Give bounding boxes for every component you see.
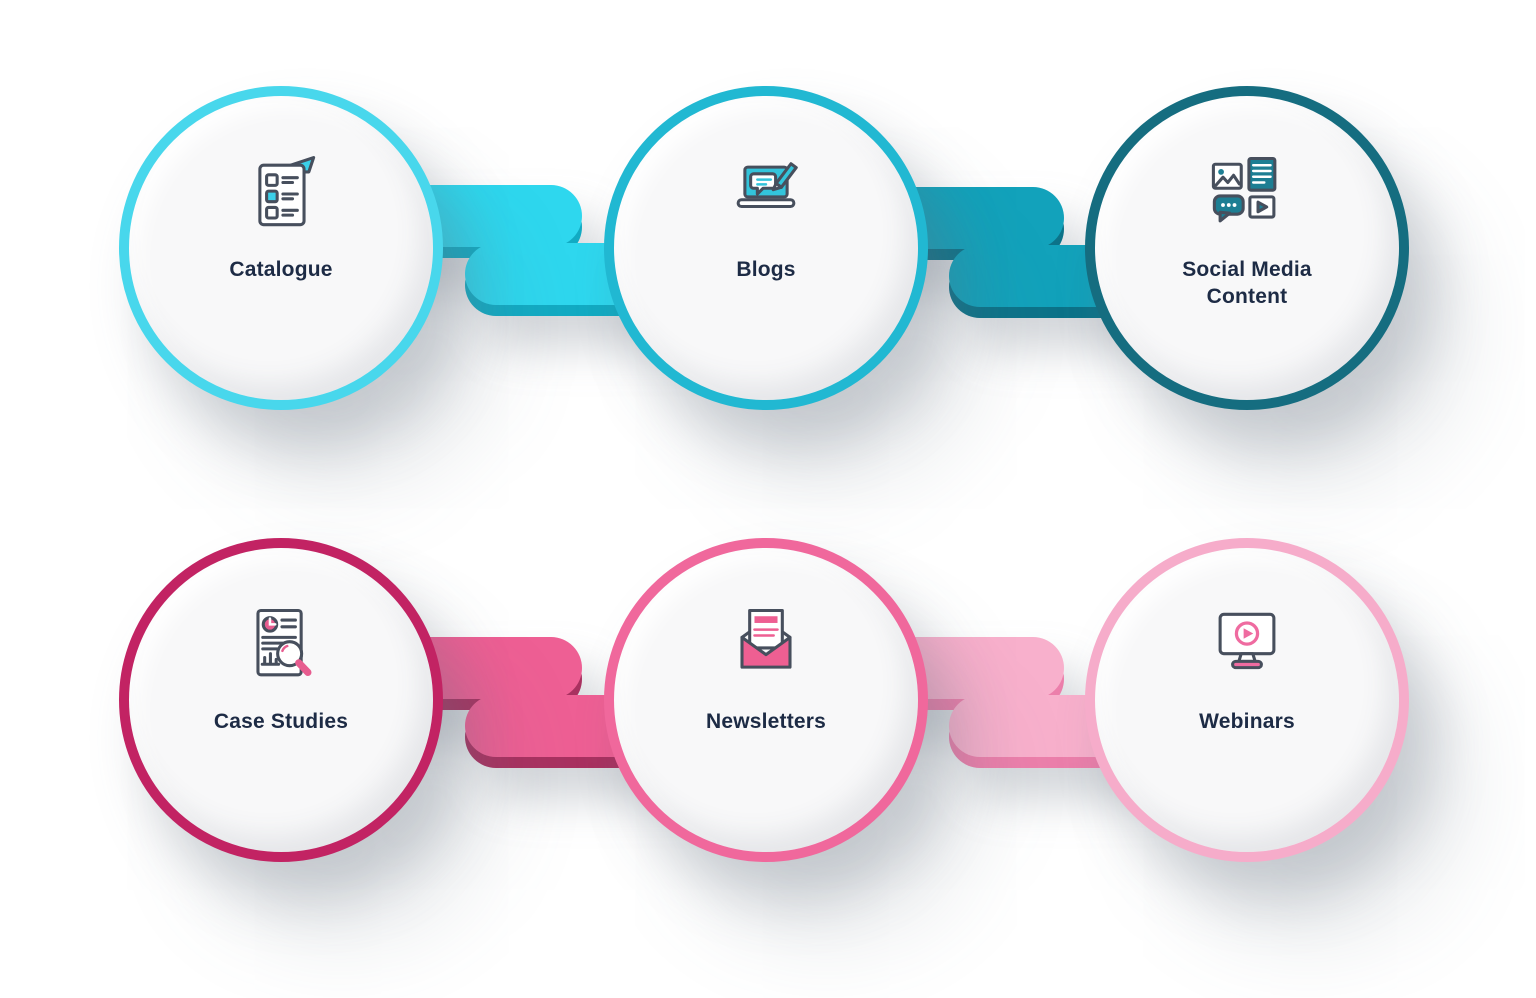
node-label: Newsletters — [705, 710, 827, 733]
node-blogs: Blogs — [604, 86, 928, 410]
catalogue-icon — [233, 146, 329, 242]
social-media-icon — [1199, 146, 1295, 242]
node-label: Webinars — [1199, 710, 1295, 733]
node-label: Case Studies — [213, 710, 349, 733]
node-case-studies: Case Studies — [119, 538, 443, 862]
webinar-icon — [1199, 598, 1295, 694]
node-webinars: Webinars — [1085, 538, 1409, 862]
newsletter-icon — [718, 598, 814, 694]
node-catalogue: Catalogue — [119, 86, 443, 410]
node-label: Social Media Content — [1182, 258, 1312, 309]
node-label: Blogs — [736, 258, 796, 281]
node-label: Catalogue — [229, 258, 333, 281]
blog-icon — [718, 146, 814, 242]
node-social-media-content: Social Media Content — [1085, 86, 1409, 410]
case-study-icon — [233, 598, 329, 694]
node-newsletters: Newsletters — [604, 538, 928, 862]
